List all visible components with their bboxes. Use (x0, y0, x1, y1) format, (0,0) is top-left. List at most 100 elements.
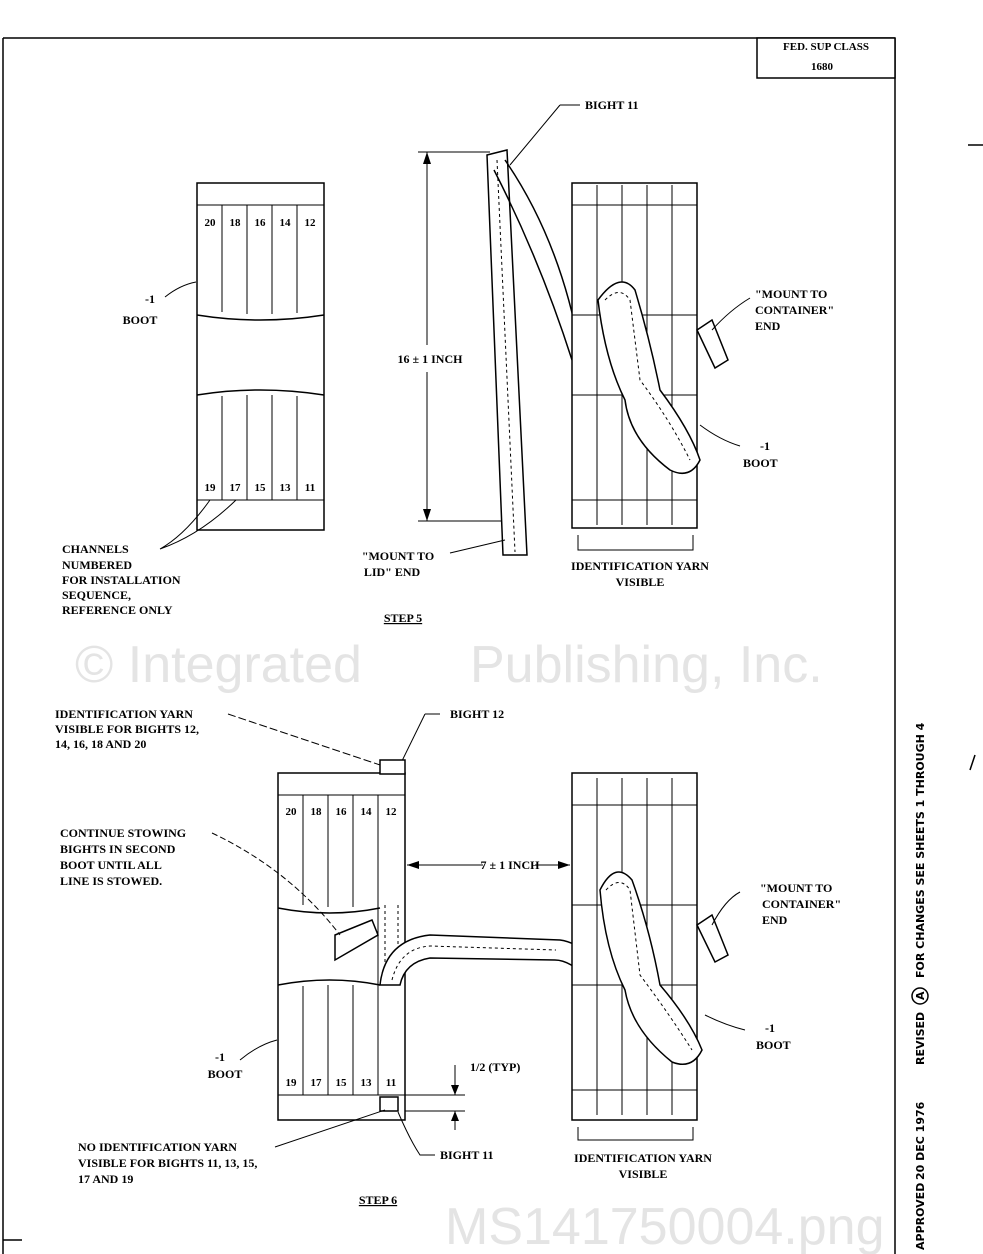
step6-bight11-callout: BIGHT 11 (397, 1111, 493, 1162)
revision-margin-text: APPROVED 20 DEC 1976 REVISED A FOR CHANG… (911, 722, 929, 1250)
step5-boot-callout: -1 BOOT (123, 281, 197, 327)
svg-text:17: 17 (311, 1077, 323, 1089)
step5-channels-note: CHANNELS NUMBERED FOR INSTALLATION SEQUE… (62, 499, 237, 617)
svg-text:17: 17 (230, 482, 242, 494)
svg-text:SEQUENCE,: SEQUENCE, (62, 588, 131, 602)
svg-text:20 DEC 1976: 20 DEC 1976 (914, 1101, 927, 1180)
svg-text:END: END (755, 319, 781, 333)
svg-text:-1: -1 (765, 1021, 775, 1035)
svg-text:LINE IS STOWED.: LINE IS STOWED. (60, 874, 162, 888)
step5-yarn-callout: IDENTIFICATION YARN VISIBLE (571, 535, 709, 589)
fed-sup-class-box: FED. SUP CLASS 1680 (756, 37, 896, 79)
step6-dimension-7in: 7 ± 1 INCH (407, 858, 570, 872)
step6-bight12-callout: BIGHT 12 (399, 707, 504, 766)
step6-right-boot (571, 772, 729, 1121)
step5-lid-end-callout: "MOUNT TO LID" END (362, 539, 506, 579)
svg-text:"MOUNT TO: "MOUNT TO (362, 549, 434, 563)
step6-continue-note: CONTINUE STOWING BIGHTS IN SECOND BOOT U… (60, 826, 341, 936)
svg-text:BIGHT 11: BIGHT 11 (585, 98, 638, 112)
svg-text:17 AND 19: 17 AND 19 (78, 1172, 133, 1186)
svg-text:7 ± 1 INCH: 7 ± 1 INCH (481, 858, 541, 872)
svg-text:19: 19 (286, 1077, 298, 1089)
step5-left-boot: 20 18 16 14 12 19 17 15 13 11 (196, 182, 325, 531)
svg-text:-1: -1 (215, 1050, 225, 1064)
svg-text:"MOUNT TO: "MOUNT TO (755, 287, 827, 301)
svg-text:BOOT: BOOT (756, 1038, 791, 1052)
svg-text:16: 16 (336, 806, 348, 818)
svg-text:15: 15 (255, 482, 267, 494)
svg-text:11: 11 (305, 482, 315, 494)
svg-text:-1: -1 (145, 292, 155, 306)
step6-no-yarn-note: NO IDENTIFICATION YARN VISIBLE FOR BIGHT… (78, 1109, 386, 1186)
svg-text:14: 14 (280, 217, 292, 229)
svg-text:Publishing, Inc.: Publishing, Inc. (470, 636, 823, 694)
svg-text:11: 11 (386, 1077, 396, 1089)
svg-text:LID" END: LID" END (364, 565, 421, 579)
step6-caption: STEP 6 (359, 1193, 397, 1207)
revision-circle (911, 987, 929, 1005)
svg-text:VISIBLE FOR BIGHTS 11, 13, 15,: VISIBLE FOR BIGHTS 11, 13, 15, (78, 1156, 257, 1170)
svg-text:IDENTIFICATION YARN: IDENTIFICATION YARN (571, 559, 709, 573)
svg-text:A: A (914, 991, 927, 1000)
svg-text:© Integrated: © Integrated (75, 636, 362, 694)
step6-left-boot-callout: -1 BOOT (208, 1039, 278, 1081)
svg-text:MS141750004.png: MS141750004.png (445, 1198, 885, 1254)
svg-text:VISIBLE: VISIBLE (619, 1167, 668, 1181)
svg-text:BOOT: BOOT (208, 1067, 243, 1081)
step6-yarn-note: IDENTIFICATION YARN VISIBLE FOR BIGHTS 1… (55, 707, 396, 771)
svg-text:14: 14 (361, 806, 373, 818)
svg-text:14, 16, 18 AND 20: 14, 16, 18 AND 20 (55, 737, 146, 751)
svg-text:BOOT UNTIL ALL: BOOT UNTIL ALL (60, 858, 162, 872)
svg-text:"MOUNT TO: "MOUNT TO (760, 881, 832, 895)
svg-text:BIGHT 12: BIGHT 12 (450, 707, 504, 721)
svg-text:END: END (762, 913, 788, 927)
watermark: © Integrated Publishing, Inc. MS14175000… (75, 636, 885, 1254)
svg-text:18: 18 (311, 806, 323, 818)
svg-text:REFERENCE ONLY: REFERENCE ONLY (62, 603, 173, 617)
svg-text:13: 13 (280, 482, 292, 494)
step5-dimension-16in: 16 ± 1 INCH (398, 151, 505, 522)
svg-text:12: 12 (305, 217, 317, 229)
step6-yarn-callout: IDENTIFICATION YARN VISIBLE (574, 1127, 712, 1181)
step6-typ-dimension: 1/2 (TYP) (405, 1060, 520, 1130)
svg-text:18: 18 (230, 217, 242, 229)
step6-left-boot: 20 18 16 14 12 19 17 15 13 11 (277, 759, 406, 1121)
svg-text:CONTINUE STOWING: CONTINUE STOWING (60, 826, 186, 840)
svg-text:13: 13 (361, 1077, 373, 1089)
step5-container-end-callout: "MOUNT TO CONTAINER" END (711, 287, 834, 333)
svg-text:IDENTIFICATION YARN: IDENTIFICATION YARN (574, 1151, 712, 1165)
svg-text:VISIBLE FOR BIGHTS 12,: VISIBLE FOR BIGHTS 12, (55, 722, 199, 736)
svg-text:BOOT: BOOT (123, 313, 158, 327)
svg-text:REVISED: REVISED (914, 1012, 927, 1065)
svg-text:-1: -1 (760, 439, 770, 453)
svg-text:FED. SUP CLASS: FED. SUP CLASS (783, 41, 869, 53)
svg-text:FOR CHANGES SEE SHEETS 1 THROU: FOR CHANGES SEE SHEETS 1 THROUGH 4 (914, 722, 927, 978)
step5-right-boot (571, 182, 729, 529)
svg-text:FOR INSTALLATION: FOR INSTALLATION (62, 573, 181, 587)
svg-text:12: 12 (386, 806, 398, 818)
svg-text:1680: 1680 (811, 61, 834, 73)
step6-connecting-strap (379, 934, 591, 986)
step6-container-end-callout: "MOUNT TO CONTAINER" END (711, 881, 841, 927)
step5-caption: STEP 5 (384, 611, 422, 625)
step5-right-boot-callout: -1 BOOT (699, 424, 778, 470)
svg-text:19: 19 (205, 482, 217, 494)
svg-text:16: 16 (255, 217, 267, 229)
svg-text:16 ± 1 INCH: 16 ± 1 INCH (398, 352, 464, 366)
step5-bight11-callout: BIGHT 11 (509, 98, 638, 166)
step6-right-boot-callout: -1 BOOT (704, 1014, 791, 1052)
svg-text:15: 15 (336, 1077, 348, 1089)
step5-line-strap (486, 149, 581, 556)
svg-text:1/2 (TYP): 1/2 (TYP) (470, 1060, 520, 1074)
svg-text:APPROVED: APPROVED (914, 1183, 927, 1250)
svg-text:BIGHT 11: BIGHT 11 (440, 1148, 493, 1162)
svg-text:20: 20 (286, 806, 298, 818)
svg-text:NUMBERED: NUMBERED (62, 558, 132, 572)
svg-text:CHANNELS: CHANNELS (62, 542, 129, 556)
svg-text:BOOT: BOOT (743, 456, 778, 470)
svg-text:BIGHTS IN SECOND: BIGHTS IN SECOND (60, 842, 176, 856)
svg-text:IDENTIFICATION YARN: IDENTIFICATION YARN (55, 707, 193, 721)
sheet-border (2, 37, 983, 1254)
svg-text:CONTAINER": CONTAINER" (762, 897, 841, 911)
